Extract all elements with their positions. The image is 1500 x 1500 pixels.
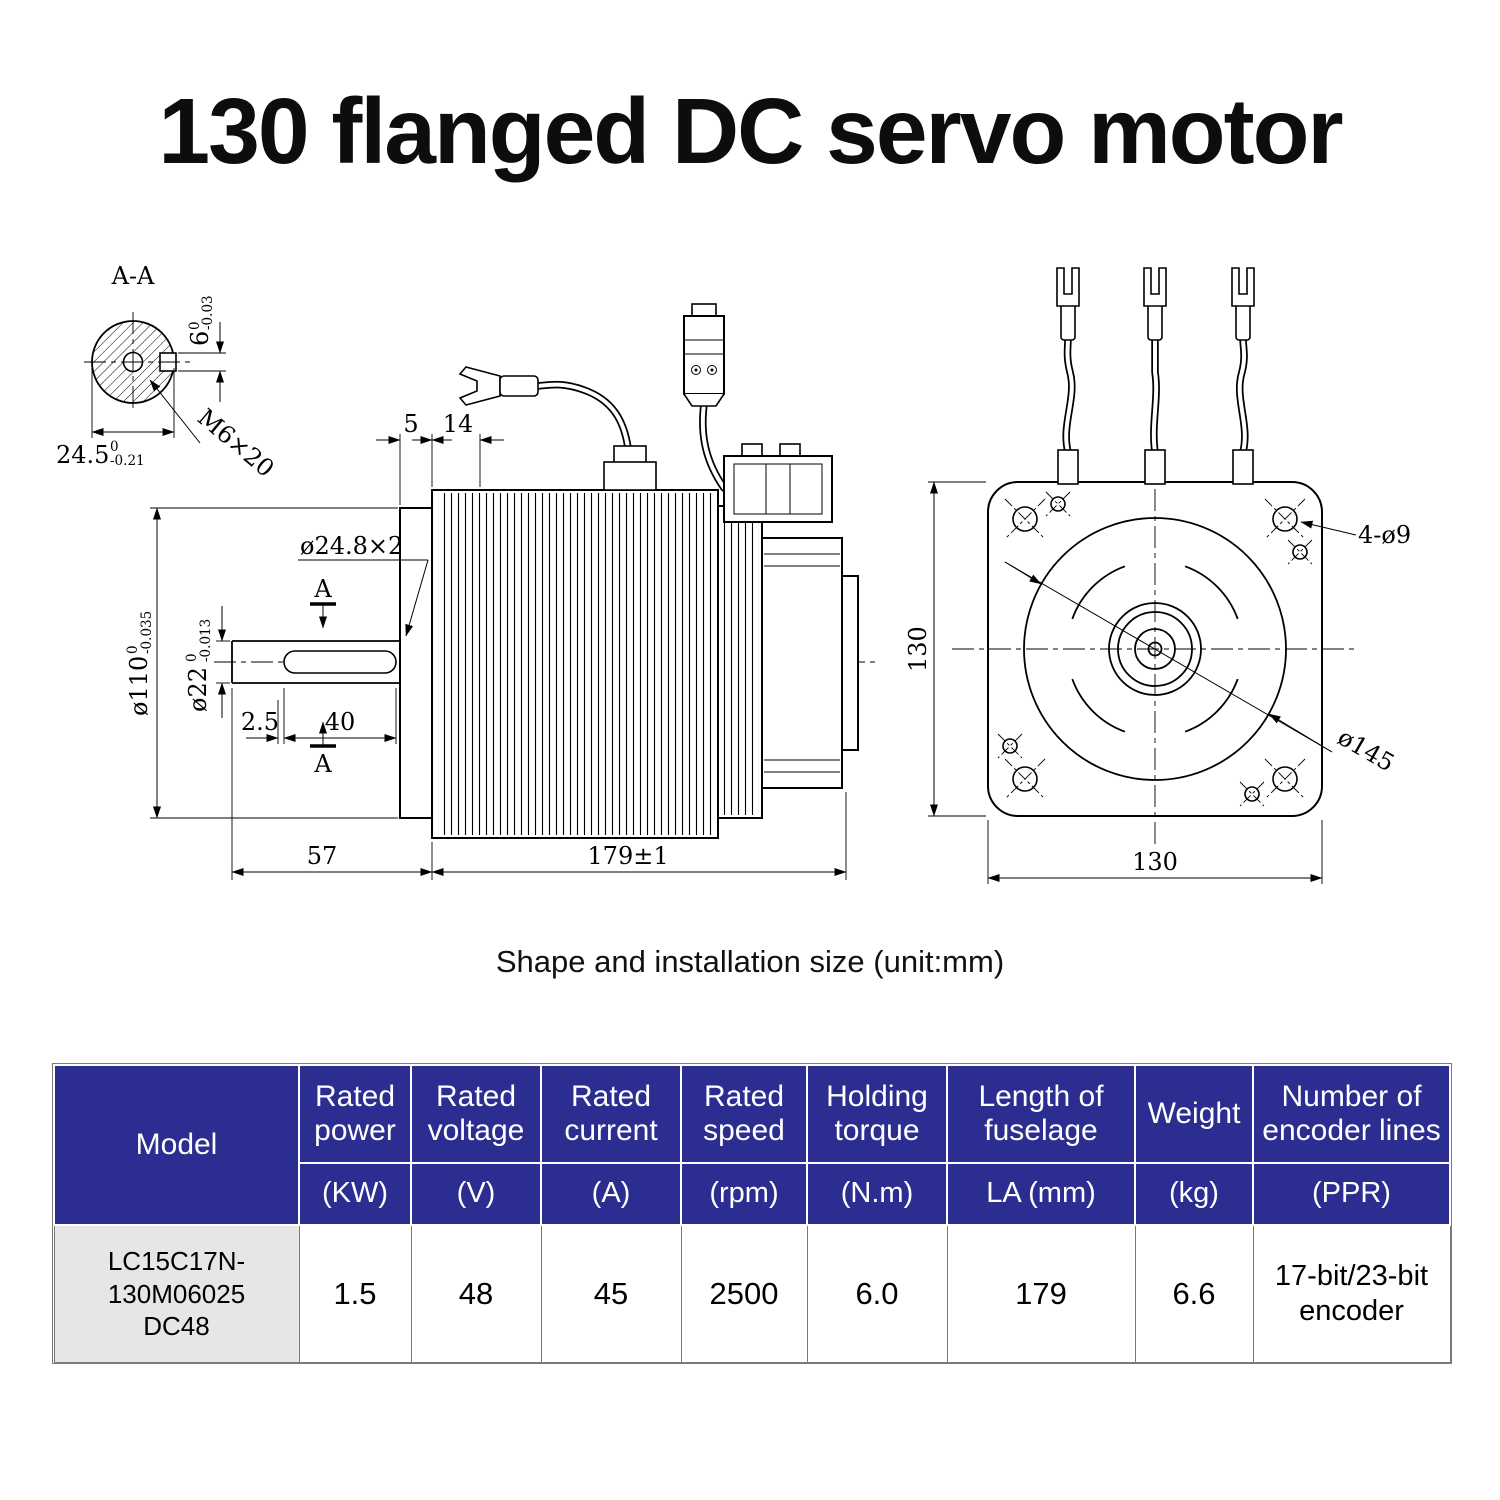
dim-bolt-circle: ø145 — [1333, 723, 1399, 777]
mounting-holes — [1004, 498, 1306, 800]
unit-rated-power: (KW) — [298, 1162, 412, 1226]
unit-rated-speed: (rpm) — [680, 1162, 808, 1226]
front-view: ø145 4-ø9 — [904, 267, 1411, 884]
svg-text:0: 0 — [187, 321, 203, 330]
unit-rated-voltage: (V) — [410, 1162, 542, 1226]
dim-hub-dia: ø24.8×2 — [300, 532, 403, 560]
header-model: Model — [53, 1064, 300, 1226]
header-weight: Weight — [1134, 1064, 1254, 1164]
header-holding-torque: Holding torque — [806, 1064, 948, 1164]
header-rated-power: Rated power — [298, 1064, 412, 1164]
fork-terminal-1 — [1056, 267, 1080, 307]
junction-box — [723, 443, 833, 523]
dim-flange-width: 130 — [1132, 848, 1178, 876]
dim-keyway-height: 6 0 -0.03 — [186, 295, 216, 346]
cell-rated-power: 1.5 — [298, 1224, 412, 1363]
power-cables — [1056, 267, 1255, 485]
svg-text:-0.21: -0.21 — [110, 453, 145, 469]
fork-terminal-side — [458, 366, 501, 406]
section-mark-bottom: A — [313, 750, 332, 778]
svg-text:-0.035: -0.035 — [139, 611, 155, 654]
thread-label: M6×20 — [192, 403, 279, 483]
spec-table: Model Rated power Rated voltage Rated cu… — [53, 1064, 1451, 1363]
dim-shaft-dia: ø22 0 -0.013 — [184, 619, 214, 712]
dim-shaft-length: 57 — [307, 842, 338, 870]
section-view: A-A M6×20 6 0 -0.03 — [56, 262, 279, 483]
header-encoder-lines: Number of encoder lines — [1252, 1064, 1451, 1164]
svg-text:0: 0 — [125, 645, 141, 654]
model-line-2: 130M06025 — [107, 1278, 246, 1309]
cell-rated-voltage: 48 — [410, 1224, 542, 1363]
svg-text:0: 0 — [110, 439, 119, 455]
svg-text:ø110: ø110 — [125, 656, 153, 716]
svg-text:24.5: 24.5 — [56, 441, 109, 469]
cell-rated-current: 45 — [540, 1224, 682, 1363]
unit-holding-torque: (N.m) — [806, 1162, 948, 1226]
svg-text:6: 6 — [186, 331, 214, 346]
drawing-caption: Shape and installation size (unit:mm) — [495, 944, 1005, 979]
cell-fuselage-length: 179 — [946, 1224, 1136, 1363]
dim-flange-od: ø110 0 -0.035 — [125, 611, 155, 716]
dim-section-width: 24.5 0 -0.21 — [56, 439, 145, 469]
dim-keyway-length: 40 — [325, 708, 356, 736]
model-line-1: LC15C17N- — [107, 1246, 246, 1277]
dim-flange-thickness: 5 — [403, 410, 418, 438]
svg-text:-0.03: -0.03 — [200, 295, 216, 330]
technical-drawing: A-A M6×20 6 0 -0.03 — [56, 262, 1411, 884]
svg-text:0: 0 — [184, 653, 200, 662]
cell-encoder-lines: 17-bit/23-bit encoder — [1252, 1224, 1451, 1363]
dim-flange-step: 14 — [443, 410, 474, 438]
dim-body-length: 179±1 — [587, 842, 668, 870]
model-line-3: DC48 — [143, 1311, 210, 1342]
section-view-label: A-A — [111, 262, 155, 290]
header-rated-current: Rated current — [540, 1064, 682, 1164]
cell-rated-speed: 2500 — [680, 1224, 808, 1363]
side-view: 5 14 ø24.8×2 A A ø110 0 -0.035 — [125, 303, 880, 880]
fork-terminal-2 — [1143, 267, 1167, 307]
cell-holding-torque: 6.0 — [806, 1224, 948, 1363]
cell-model: LC15C17N- 130M06025 DC48 — [53, 1224, 300, 1363]
svg-text:ø145: ø145 — [1333, 723, 1399, 777]
page-title: 130 flanged DC servo motor — [158, 79, 1343, 183]
unit-rated-current: (A) — [540, 1162, 682, 1226]
section-mark-top: A — [313, 575, 332, 603]
dim-mount-holes: 4-ø9 — [1358, 521, 1411, 549]
spec-table-wrap: Model Rated power Rated voltage Rated cu… — [52, 1063, 1452, 1364]
encoder-connector — [683, 303, 725, 407]
unit-weight: (kg) — [1134, 1162, 1254, 1226]
svg-text:-0.013: -0.013 — [198, 619, 214, 662]
svg-text:M6×20: M6×20 — [192, 403, 279, 483]
header-fuselage-length: Length of fuselage — [946, 1064, 1136, 1164]
dim-keyway-offset: 2.5 — [241, 708, 279, 736]
unit-encoder-lines: (PPR) — [1252, 1162, 1451, 1226]
small-screw-holes — [997, 491, 1313, 807]
svg-text:ø22: ø22 — [184, 667, 212, 712]
header-rated-voltage: Rated voltage — [410, 1064, 542, 1164]
fork-terminal-3 — [1231, 267, 1255, 307]
header-rated-speed: Rated speed — [680, 1064, 808, 1164]
table-row: LC15C17N- 130M06025 DC48 1.5 48 45 2500 … — [53, 1224, 1451, 1363]
dim-flange-height: 130 — [904, 626, 932, 672]
svg-text:130: 130 — [904, 626, 932, 672]
cell-weight: 6.6 — [1134, 1224, 1254, 1363]
unit-fuselage-length: LA (mm) — [946, 1162, 1136, 1226]
